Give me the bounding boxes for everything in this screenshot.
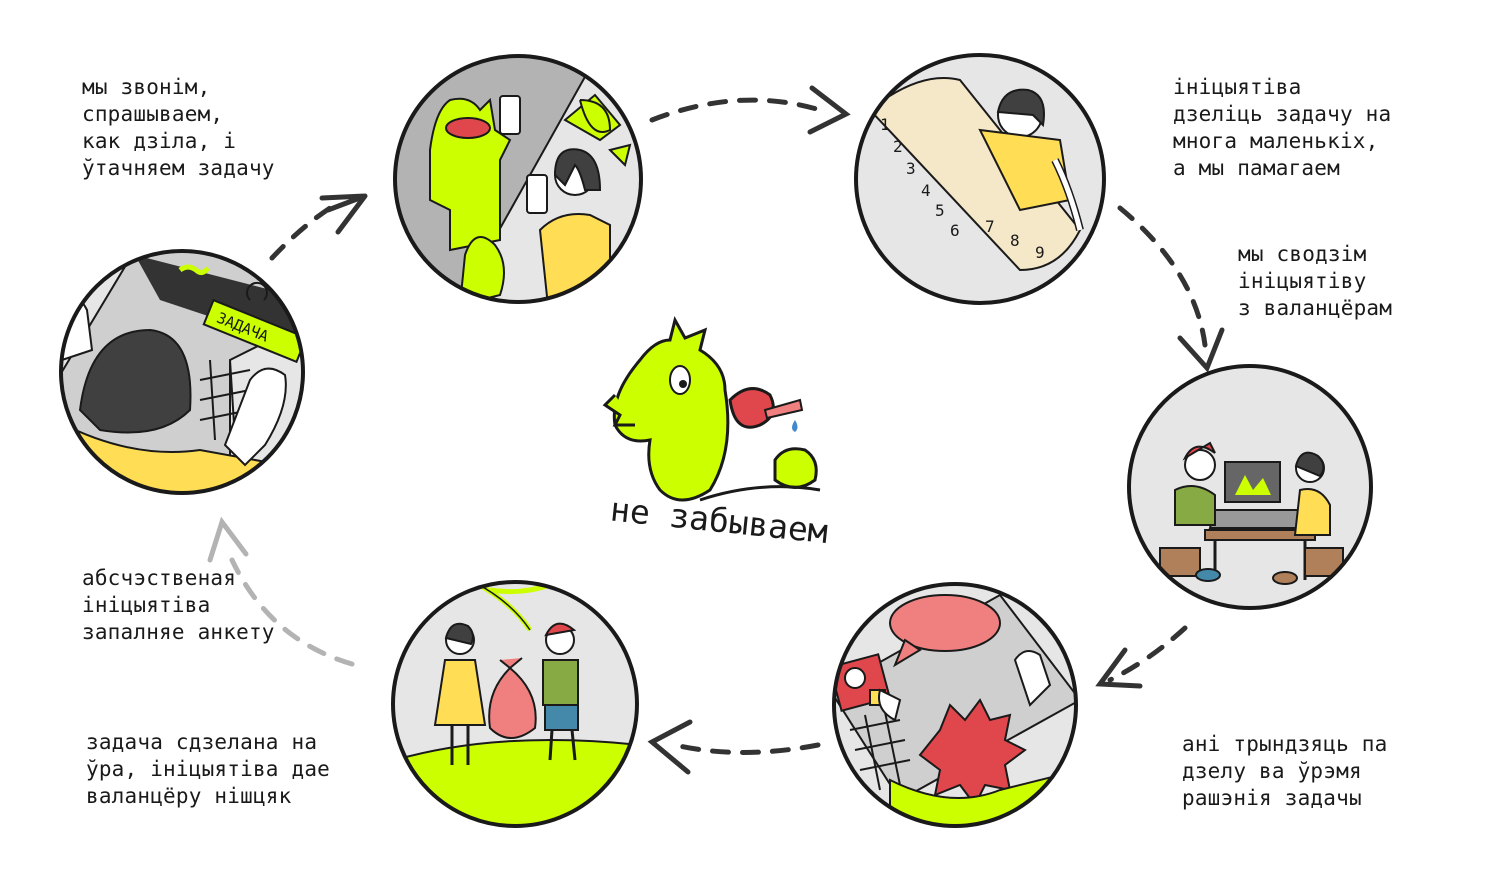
list-number-8: 8 (1010, 231, 1020, 250)
illustration-chat (832, 582, 1078, 828)
caption-call: мы звонім, спрашываем, как дзіла, і ўтач… (82, 75, 275, 180)
list-number-4: 4 (921, 181, 931, 200)
caption-done: задача сдзелана на ўра, ініцыятіва дае в… (86, 730, 331, 808)
caption-connect: мы сводзім ініцыятіву з валанцёрам (1238, 242, 1393, 320)
list-number-6: 6 (950, 221, 960, 240)
brand-text: не забываем (608, 489, 829, 551)
illustration-done (391, 580, 639, 828)
caption-split: ініцыятіва дзеліць задачу на многа мален… (1173, 75, 1392, 180)
illustration-fill-form: ЗАДАЧА (59, 249, 305, 495)
illustration-connect (1127, 364, 1373, 610)
arrow-chat-to-done (647, 719, 821, 775)
list-number-7: 7 (985, 217, 995, 236)
caption-chat: ані трындзяць па дзелу ва ўрэмя рашэнія … (1182, 732, 1388, 810)
list-number-1: 1 (880, 115, 890, 134)
arrow-form-to-call (269, 193, 368, 261)
illustration-split: 1 2 3 4 5 6 7 8 9 (854, 53, 1106, 305)
caption-fill-form: абсчэственая ініцыятіва запалняе анкету (82, 566, 275, 644)
illustration-call (393, 54, 643, 304)
arrow-split-to-connect (1117, 205, 1225, 373)
list-number-9: 9 (1035, 243, 1045, 262)
arrow-done-to-form (207, 516, 355, 667)
arrow-connect-to-chat (1095, 625, 1188, 689)
list-number-3: 3 (906, 159, 916, 178)
list-number-2: 2 (893, 137, 903, 156)
arrow-call-to-split (649, 85, 851, 135)
list-number-5: 5 (935, 201, 945, 220)
logo-mascot: не забываем (602, 315, 830, 551)
